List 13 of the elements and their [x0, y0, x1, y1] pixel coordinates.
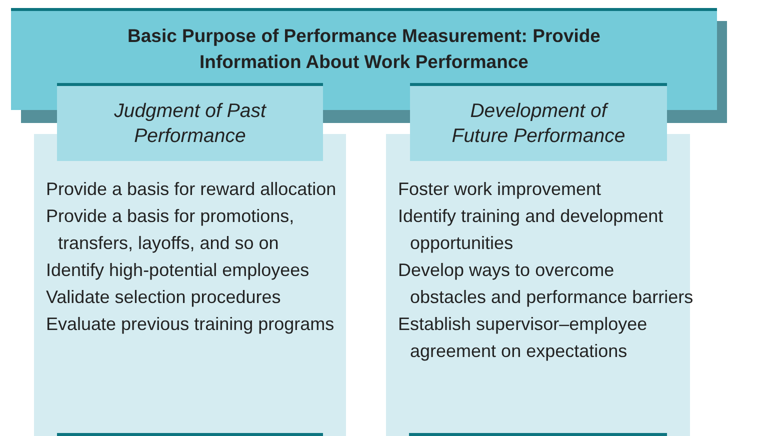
- header-text: Development of Future Performance: [450, 98, 626, 148]
- column-header: [57, 83, 323, 161]
- list-item: Identify high-potential employees: [46, 259, 310, 282]
- list-item: Develop ways to overcome obstacles and performance barriers: [398, 259, 694, 309]
- header-text: Judgment of Past Performance: [113, 98, 268, 148]
- list-item: Validate selection procedures: [46, 286, 282, 309]
- list-item: Provide a basis for promotions, transfers, layoffs, and so on: [46, 205, 296, 255]
- list-item: Evaluate previous training programs: [46, 313, 336, 336]
- list-item: Identify training and development opportunities: [398, 205, 664, 255]
- column-header: [410, 83, 667, 161]
- list-item: Foster work improvement: [398, 178, 602, 201]
- list-item: Provide a basis for reward allocation: [46, 178, 338, 201]
- list-item: Establish supervisor–employee agreement on expectations: [398, 313, 648, 363]
